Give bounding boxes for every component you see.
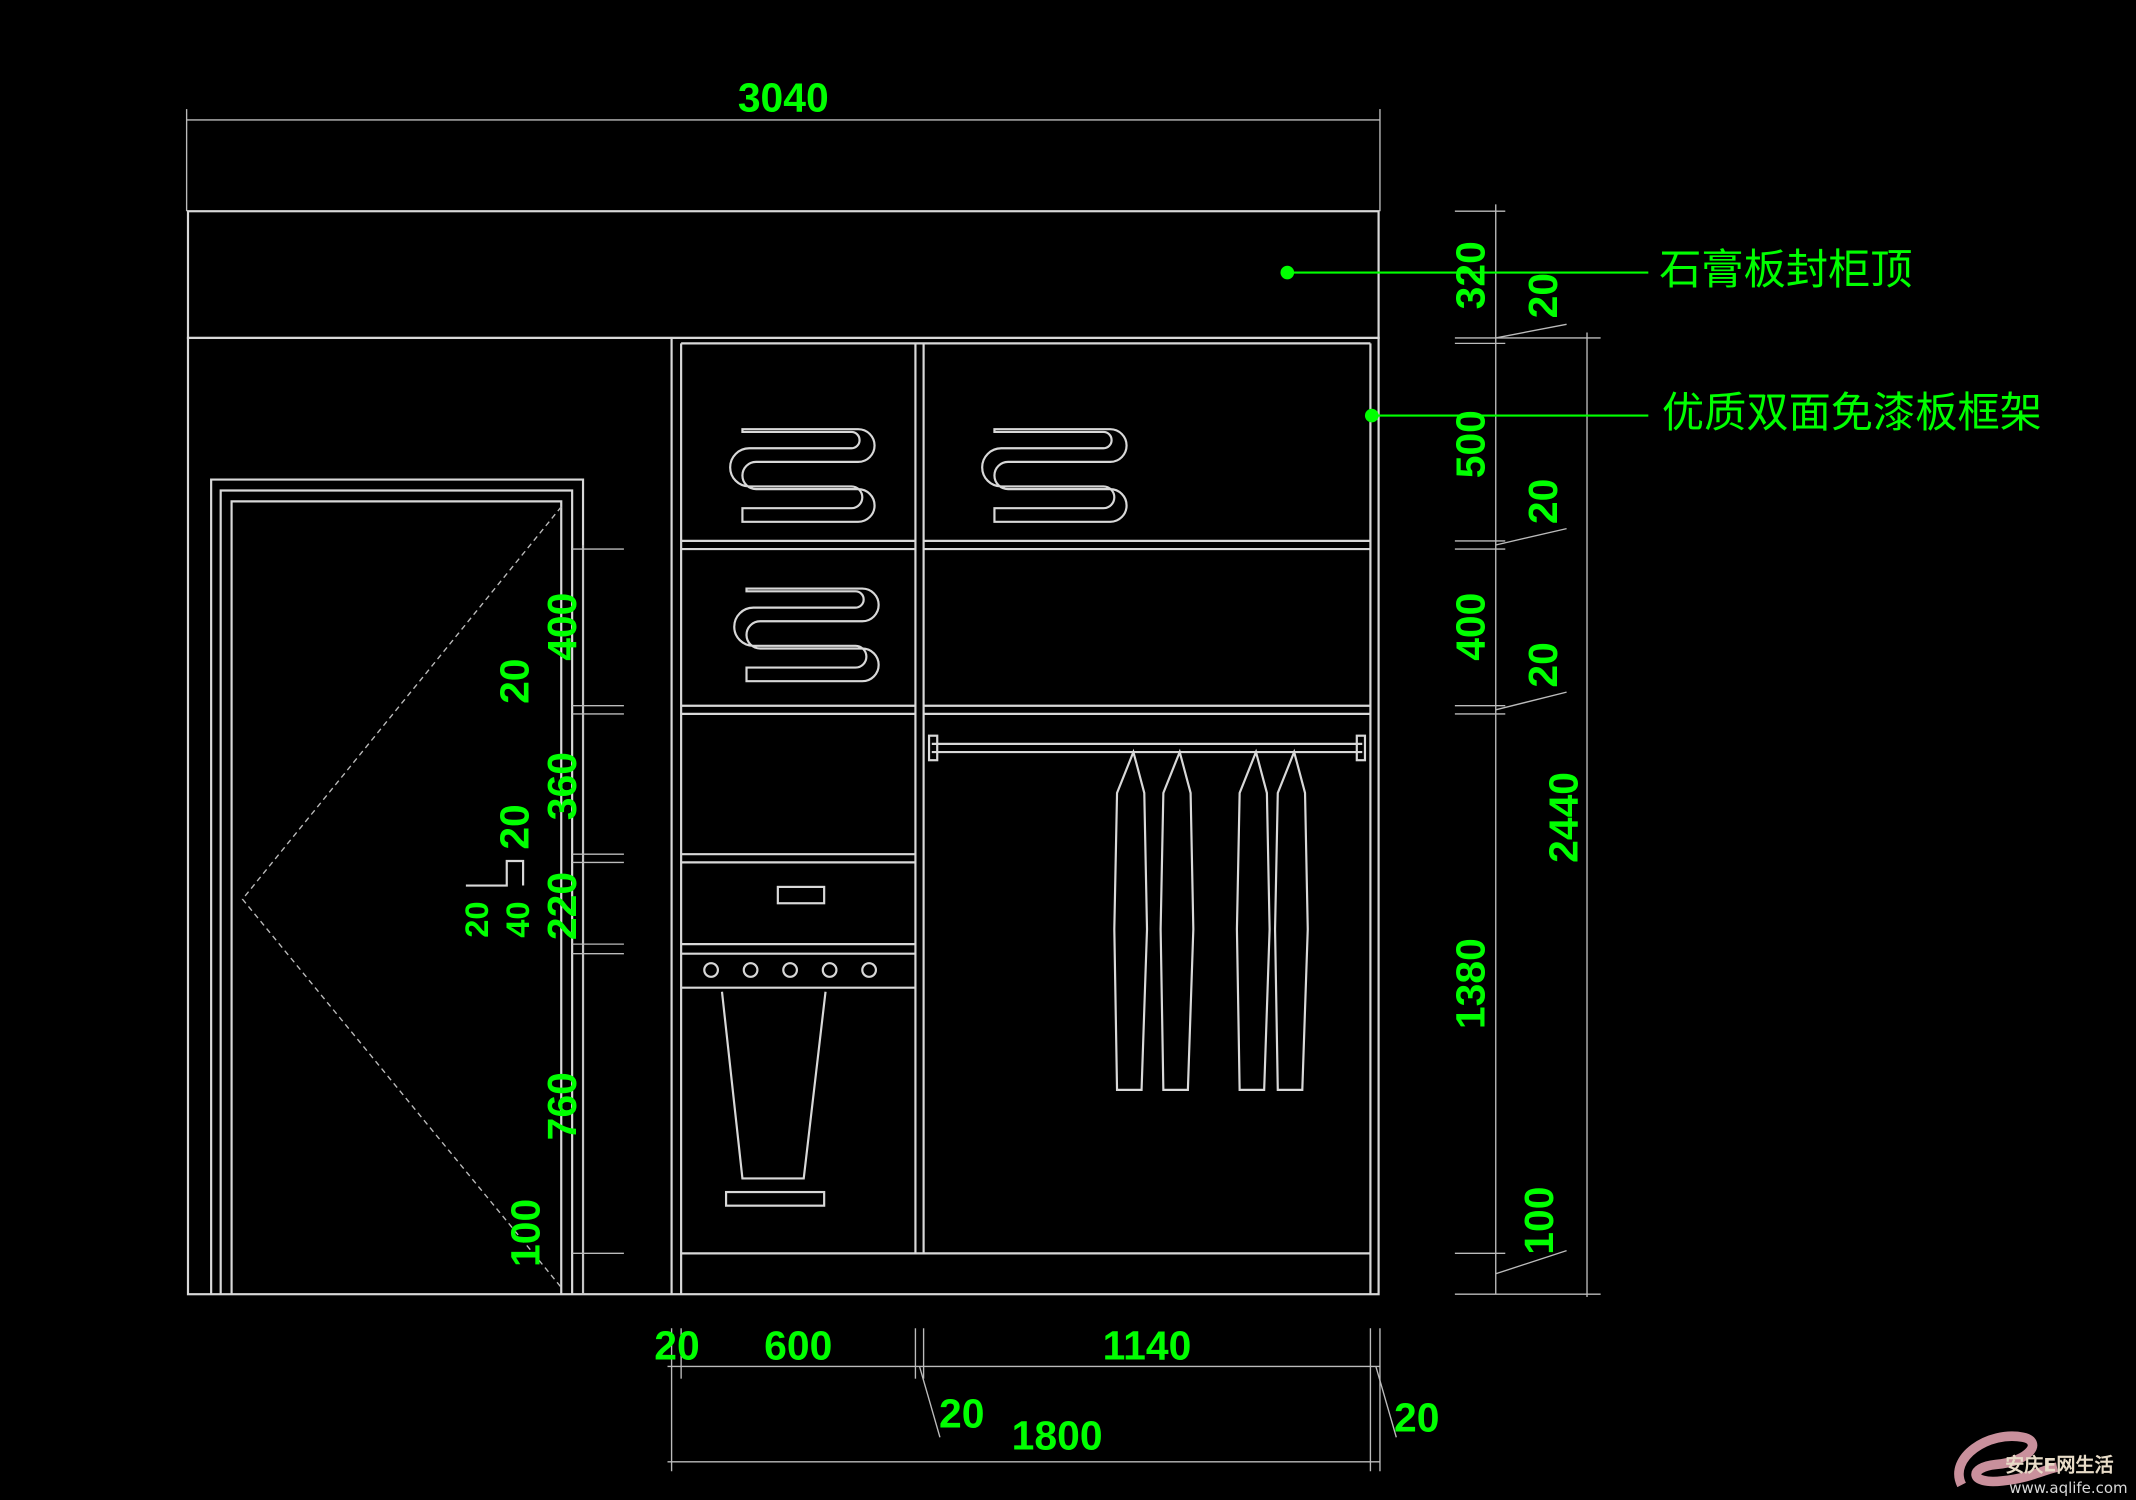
callout-gypsum-top: 石膏板封柜顶 bbox=[1280, 245, 1913, 294]
dim-text: 1140 bbox=[1103, 1323, 1192, 1369]
hanging-clothes bbox=[1113, 748, 1309, 1091]
dim-text: 20 bbox=[939, 1391, 984, 1437]
folded-clothes bbox=[729, 428, 1128, 683]
left-dimensions: 400 20 360 20 220 20 40 760 100 bbox=[458, 544, 624, 1295]
callout-frame-board: 优质双面免漆板框架 bbox=[1364, 388, 2042, 437]
dim-text: 600 bbox=[764, 1323, 832, 1369]
watermark-brand: 安庆E网生活 bbox=[2005, 1453, 2113, 1476]
watermark-url: www.aqlife.com bbox=[2009, 1479, 2127, 1497]
dim-text: 320 bbox=[1448, 241, 1494, 309]
dim-text: 360 bbox=[539, 752, 585, 820]
dim-text: 400 bbox=[539, 593, 585, 661]
right-dimensions: 320 20 500 20 400 20 2440 1380 100 bbox=[1448, 204, 1601, 1297]
dim-text: 400 bbox=[1448, 593, 1494, 661]
dim-text: 20 bbox=[491, 804, 537, 849]
callout-label: 石膏板封柜顶 bbox=[1659, 245, 1912, 294]
dim-text: 20 bbox=[1520, 273, 1566, 318]
bottom-dimensions: 20 600 1140 20 1800 20 bbox=[654, 1323, 1439, 1472]
dim-text: 1800 bbox=[1012, 1412, 1103, 1458]
dim-text: 500 bbox=[1448, 410, 1494, 478]
dim-text: 100 bbox=[502, 1199, 548, 1267]
dim-text: 20 bbox=[458, 901, 495, 937]
door-handle bbox=[465, 859, 525, 887]
dim-text: 20 bbox=[491, 658, 537, 703]
dim-3040: 3040 bbox=[738, 75, 829, 121]
watermark-logo: 安庆E网生活 www.aqlife.com bbox=[1954, 1431, 2128, 1497]
dim-text: 2440 bbox=[1540, 772, 1586, 863]
dim-text: 20 bbox=[1520, 642, 1566, 687]
trouser-rack bbox=[703, 962, 878, 1207]
dim-text: 760 bbox=[539, 1072, 585, 1140]
wardrobe-body bbox=[186, 336, 1380, 1296]
dim-text: 100 bbox=[1516, 1187, 1562, 1255]
dim-text: 20 bbox=[1394, 1395, 1439, 1441]
dim-text: 20 bbox=[1520, 479, 1566, 524]
callout-label: 优质双面免漆板框架 bbox=[1662, 388, 2042, 437]
dim-text: 40 bbox=[499, 901, 536, 937]
dim-text: 220 bbox=[539, 872, 585, 940]
overall-width-dimension: 3040 bbox=[185, 75, 1381, 212]
dim-text: 1380 bbox=[1448, 938, 1494, 1029]
dim-text: 20 bbox=[654, 1323, 699, 1369]
